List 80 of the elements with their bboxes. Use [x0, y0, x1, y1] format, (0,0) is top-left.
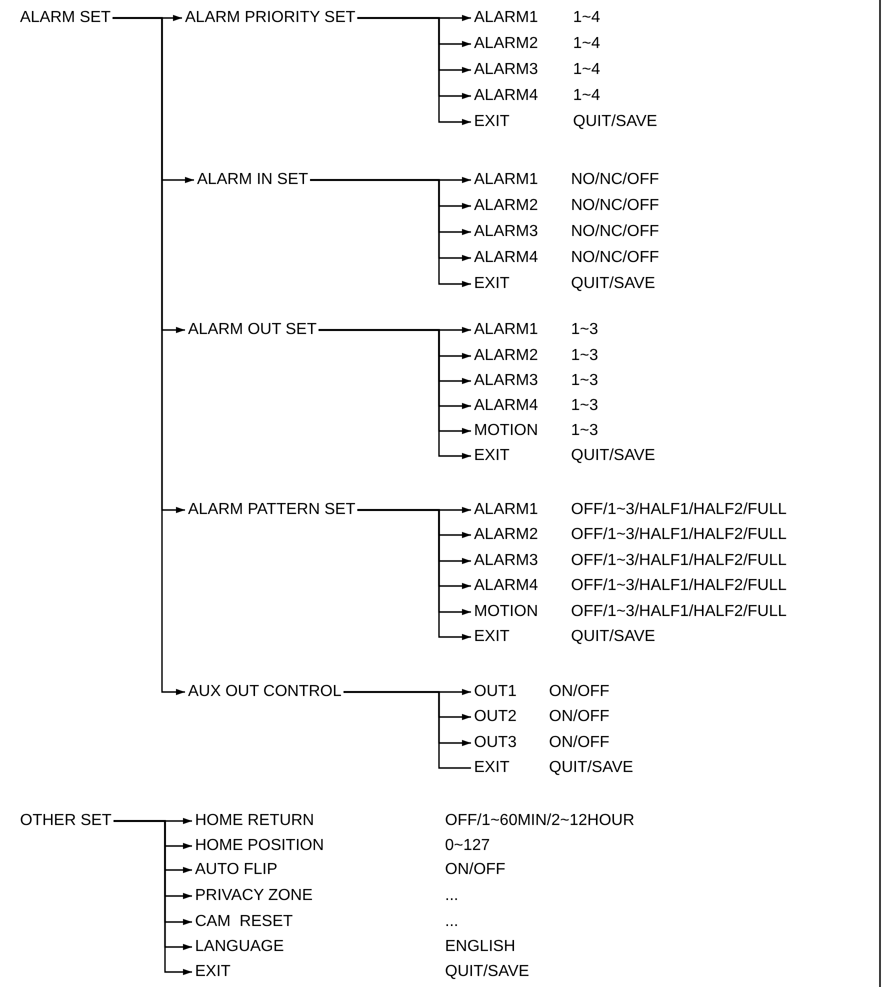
setting-value: NO/NC/OFF — [571, 222, 659, 242]
menu-heading: AUX OUT CONTROL — [188, 682, 342, 702]
menu-heading: ALARM SET — [20, 8, 111, 28]
setting-value: NO/NC/OFF — [571, 170, 659, 190]
setting-value: QUIT/SAVE — [571, 274, 656, 294]
setting-value: ON/OFF — [549, 682, 610, 702]
menu-item-label: EXIT — [474, 627, 511, 647]
setting-value: OFF/1~3/HALF1/HALF2/FULL — [571, 525, 787, 545]
menu-item-label: ALARM4 — [474, 248, 540, 268]
setting-value: QUIT/SAVE — [571, 627, 656, 647]
menu-item-label: ALARM3 — [474, 551, 540, 571]
menu-item-label: HOME POSITION — [195, 836, 325, 856]
setting-value: 1~3 — [571, 371, 598, 391]
menu-item-label: ALARM2 — [474, 525, 540, 545]
menu-item-label: AUTO FLIP — [195, 860, 278, 880]
setting-value: OFF/1~3/HALF1/HALF2/FULL — [571, 602, 787, 622]
menu-heading: ALARM PATTERN SET — [188, 500, 356, 520]
menu-item-label: ALARM1 — [474, 500, 540, 520]
setting-value: ... — [445, 912, 458, 932]
menu-item-label: HOME RETURN — [195, 811, 316, 831]
menu-item-label: OUT1 — [474, 682, 518, 702]
setting-value: NO/NC/OFF — [571, 248, 659, 268]
setting-value: ENGLISH — [445, 937, 516, 957]
menu-heading: ALARM IN SET — [197, 170, 308, 190]
menu-item-label: ALARM2 — [474, 196, 540, 216]
setting-value: 1~4 — [573, 8, 600, 28]
setting-value: 1~4 — [573, 34, 600, 54]
setting-value: QUIT/SAVE — [573, 112, 658, 132]
setting-value: ON/OFF — [549, 707, 610, 727]
menu-item-label: ALARM3 — [474, 60, 540, 80]
connector-line — [344, 691, 471, 769]
menu-item-label: OUT3 — [474, 733, 518, 753]
setting-value: 1~3 — [571, 421, 598, 441]
arrow — [357, 509, 471, 640]
menu-item-label: ALARM3 — [474, 371, 540, 391]
setting-value: 1~4 — [573, 86, 600, 106]
setting-value: 0~127 — [445, 836, 490, 856]
setting-value: ... — [445, 886, 458, 906]
setting-value: QUIT/SAVE — [445, 962, 530, 982]
menu-item-label: EXIT — [474, 274, 511, 294]
menu-item-label: OUT2 — [474, 707, 518, 727]
arrow — [310, 179, 471, 288]
menu-item-label: ALARM3 — [474, 222, 540, 242]
menu-item-label: ALARM4 — [474, 576, 540, 596]
setting-value: QUIT/SAVE — [571, 446, 656, 466]
menu-item-label: LANGUAGE — [195, 937, 285, 957]
setting-value: OFF/1~3/HALF1/HALF2/FULL — [571, 500, 787, 520]
arrow — [318, 329, 471, 460]
menu-heading: ALARM PRIORITY SET — [185, 8, 356, 28]
menu-heading: ALARM OUT SET — [188, 320, 317, 340]
menu-item-label: EXIT — [474, 112, 511, 132]
menu-item-label: ALARM2 — [474, 346, 540, 366]
menu-item-label: MOTION — [474, 602, 539, 622]
menu-item-label: PRIVACY ZONE — [195, 886, 314, 906]
menu-item-label: ALARM1 — [474, 170, 540, 190]
setting-value: 1~3 — [571, 320, 598, 340]
menu-item-label: ALARM1 — [474, 320, 540, 340]
setting-value: OFF/1~3/HALF1/HALF2/FULL — [571, 576, 787, 596]
menu-item-label: ALARM4 — [474, 396, 540, 416]
setting-value: OFF/1~3/HALF1/HALF2/FULL — [571, 551, 787, 571]
setting-value: 1~4 — [573, 60, 600, 80]
setting-value: ON/OFF — [549, 733, 610, 753]
menu-item-label: EXIT — [195, 962, 232, 982]
setting-value: OFF/1~60MIN/2~12HOUR — [445, 811, 634, 831]
menu-item-label: ALARM4 — [474, 86, 540, 106]
setting-value: NO/NC/OFF — [571, 196, 659, 216]
arrow — [357, 17, 471, 126]
menu-item-label: ALARM1 — [474, 8, 540, 28]
setting-value: ON/OFF — [445, 860, 506, 880]
menu-item-label: EXIT — [474, 758, 511, 778]
arrow — [114, 820, 192, 976]
menu-heading: OTHER SET — [20, 811, 112, 831]
menu-item-label: CAM RESET — [195, 912, 294, 932]
setting-value: QUIT/SAVE — [549, 758, 634, 778]
menu-item-label: MOTION — [474, 421, 539, 441]
setting-value: 1~3 — [571, 346, 598, 366]
arrow — [112, 17, 185, 696]
setting-value: 1~3 — [571, 396, 598, 416]
menu-item-label: EXIT — [474, 446, 511, 466]
menu-item-label: ALARM2 — [474, 34, 540, 54]
